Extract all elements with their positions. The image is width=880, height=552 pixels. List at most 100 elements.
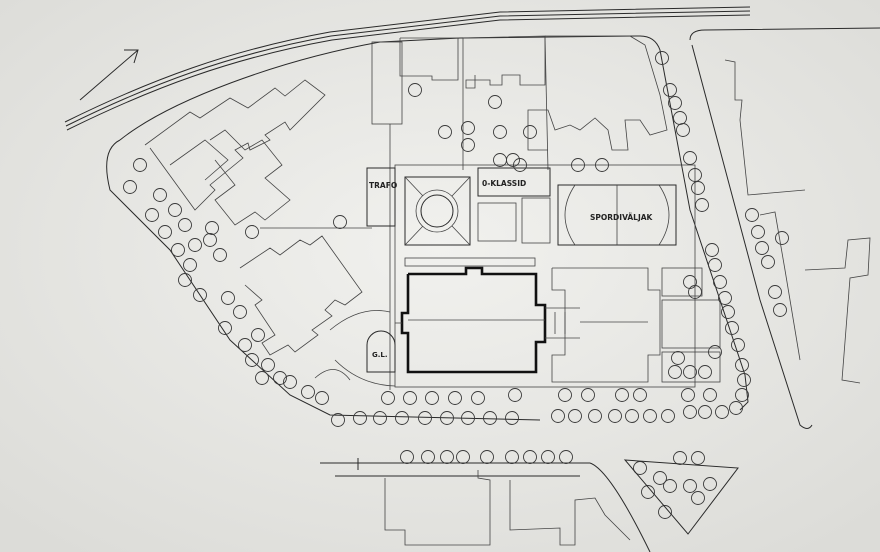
- tree-circle: [751, 225, 765, 239]
- tree-circle: [261, 358, 275, 372]
- tree-circle: [408, 83, 422, 97]
- tree-circle: [133, 158, 147, 172]
- tree-circle: [145, 208, 159, 222]
- tree-circle: [691, 181, 705, 195]
- tree-circle: [403, 391, 417, 405]
- zero-klassid-label: 0-KLASSID: [482, 179, 526, 188]
- tree-circle: [683, 151, 697, 165]
- tree-circle: [213, 248, 227, 262]
- tree-circle: [251, 328, 265, 342]
- tree-circle: [643, 409, 657, 423]
- right-road-edge-a: [689, 27, 880, 41]
- tree-circle: [333, 215, 347, 229]
- building-outline-sw: [239, 235, 363, 356]
- tree-circle: [425, 391, 439, 405]
- tree-circle: [671, 351, 685, 365]
- tree-circle: [691, 451, 705, 465]
- tree-circle: [703, 388, 717, 402]
- tree-circle: [178, 273, 192, 287]
- tree-circle: [551, 409, 565, 423]
- tree-circle: [581, 388, 595, 402]
- tree-circle: [461, 121, 475, 135]
- main-school-building: [395, 257, 547, 374]
- tree-circle: [718, 291, 732, 305]
- tree-circle: [703, 477, 717, 491]
- tree-circle: [571, 158, 585, 172]
- gl-pavilion: G.L.: [314, 310, 396, 387]
- tree-circle: [668, 96, 682, 110]
- building-outline-east: [724, 59, 871, 384]
- tree-symbols: [123, 51, 789, 519]
- tree-circle: [238, 338, 252, 352]
- tree-circle: [493, 125, 507, 139]
- tree-circle: [615, 388, 629, 402]
- tree-circle: [221, 291, 235, 305]
- tree-circle: [737, 373, 751, 387]
- tree-circle: [506, 153, 520, 167]
- tree-circle: [178, 218, 192, 232]
- tree-circle: [688, 285, 702, 299]
- tree-circle: [773, 303, 787, 317]
- tree-circle: [483, 411, 497, 425]
- tree-circle: [625, 409, 639, 423]
- tree-circle: [471, 391, 485, 405]
- tree-circle: [158, 225, 172, 239]
- tree-circle: [315, 391, 329, 405]
- tree-circle: [381, 391, 395, 405]
- trafo-building: TRAFO: [366, 167, 397, 227]
- street-edge-left: [106, 139, 541, 421]
- tree-circle: [731, 338, 745, 352]
- tree-circle: [705, 243, 719, 257]
- building-outline-w: [209, 129, 291, 226]
- tree-circle: [633, 388, 647, 402]
- north-arrow-icon: [79, 49, 139, 101]
- tree-circle: [218, 321, 232, 335]
- curved-street-edge: [119, 35, 749, 411]
- tree-circle: [683, 405, 697, 419]
- tree-circle: [153, 188, 167, 202]
- tree-circle: [123, 180, 137, 194]
- tree-circle: [568, 409, 582, 423]
- tree-circle: [233, 305, 247, 319]
- tree-circle: [193, 288, 207, 302]
- tree-circle: [395, 411, 409, 425]
- tree-circle: [735, 358, 749, 372]
- tree-circle: [183, 258, 197, 272]
- railway-lines: [64, 6, 751, 131]
- tree-circle: [448, 391, 462, 405]
- tree-circle: [505, 411, 519, 425]
- building-outline-ne: [527, 35, 668, 151]
- tree-circle: [661, 409, 675, 423]
- tree-circle: [755, 241, 769, 255]
- tree-circle: [245, 225, 259, 239]
- tree-circle: [255, 371, 269, 385]
- tree-circle: [708, 258, 722, 272]
- tree-circle: [488, 95, 502, 109]
- tree-circle: [775, 231, 789, 245]
- tree-circle: [438, 125, 452, 139]
- tree-circle: [698, 405, 712, 419]
- tree-circle: [188, 238, 202, 252]
- tree-circle: [653, 471, 667, 485]
- tree-circle: [331, 413, 345, 427]
- tree-circle: [461, 411, 475, 425]
- tree-circle: [725, 321, 739, 335]
- tree-circle: [205, 221, 219, 235]
- tree-circle: [698, 365, 712, 379]
- building-outline-nw: [144, 79, 326, 211]
- tree-circle: [676, 123, 690, 137]
- tree-circle: [461, 138, 475, 152]
- school-site-boundary: [394, 164, 696, 388]
- tree-circle: [508, 388, 522, 402]
- tree-circle: [203, 233, 217, 247]
- tree-circle: [418, 411, 432, 425]
- tree-circle: [663, 479, 677, 493]
- tree-circle: [558, 388, 572, 402]
- tree-circle: [688, 168, 702, 182]
- tree-circle: [373, 411, 387, 425]
- tree-circle: [658, 505, 672, 519]
- tree-circle: [761, 255, 775, 269]
- tree-circle: [641, 485, 655, 499]
- tree-circle: [668, 365, 682, 379]
- sports-field: SPORDIVÄLJAK: [557, 184, 677, 246]
